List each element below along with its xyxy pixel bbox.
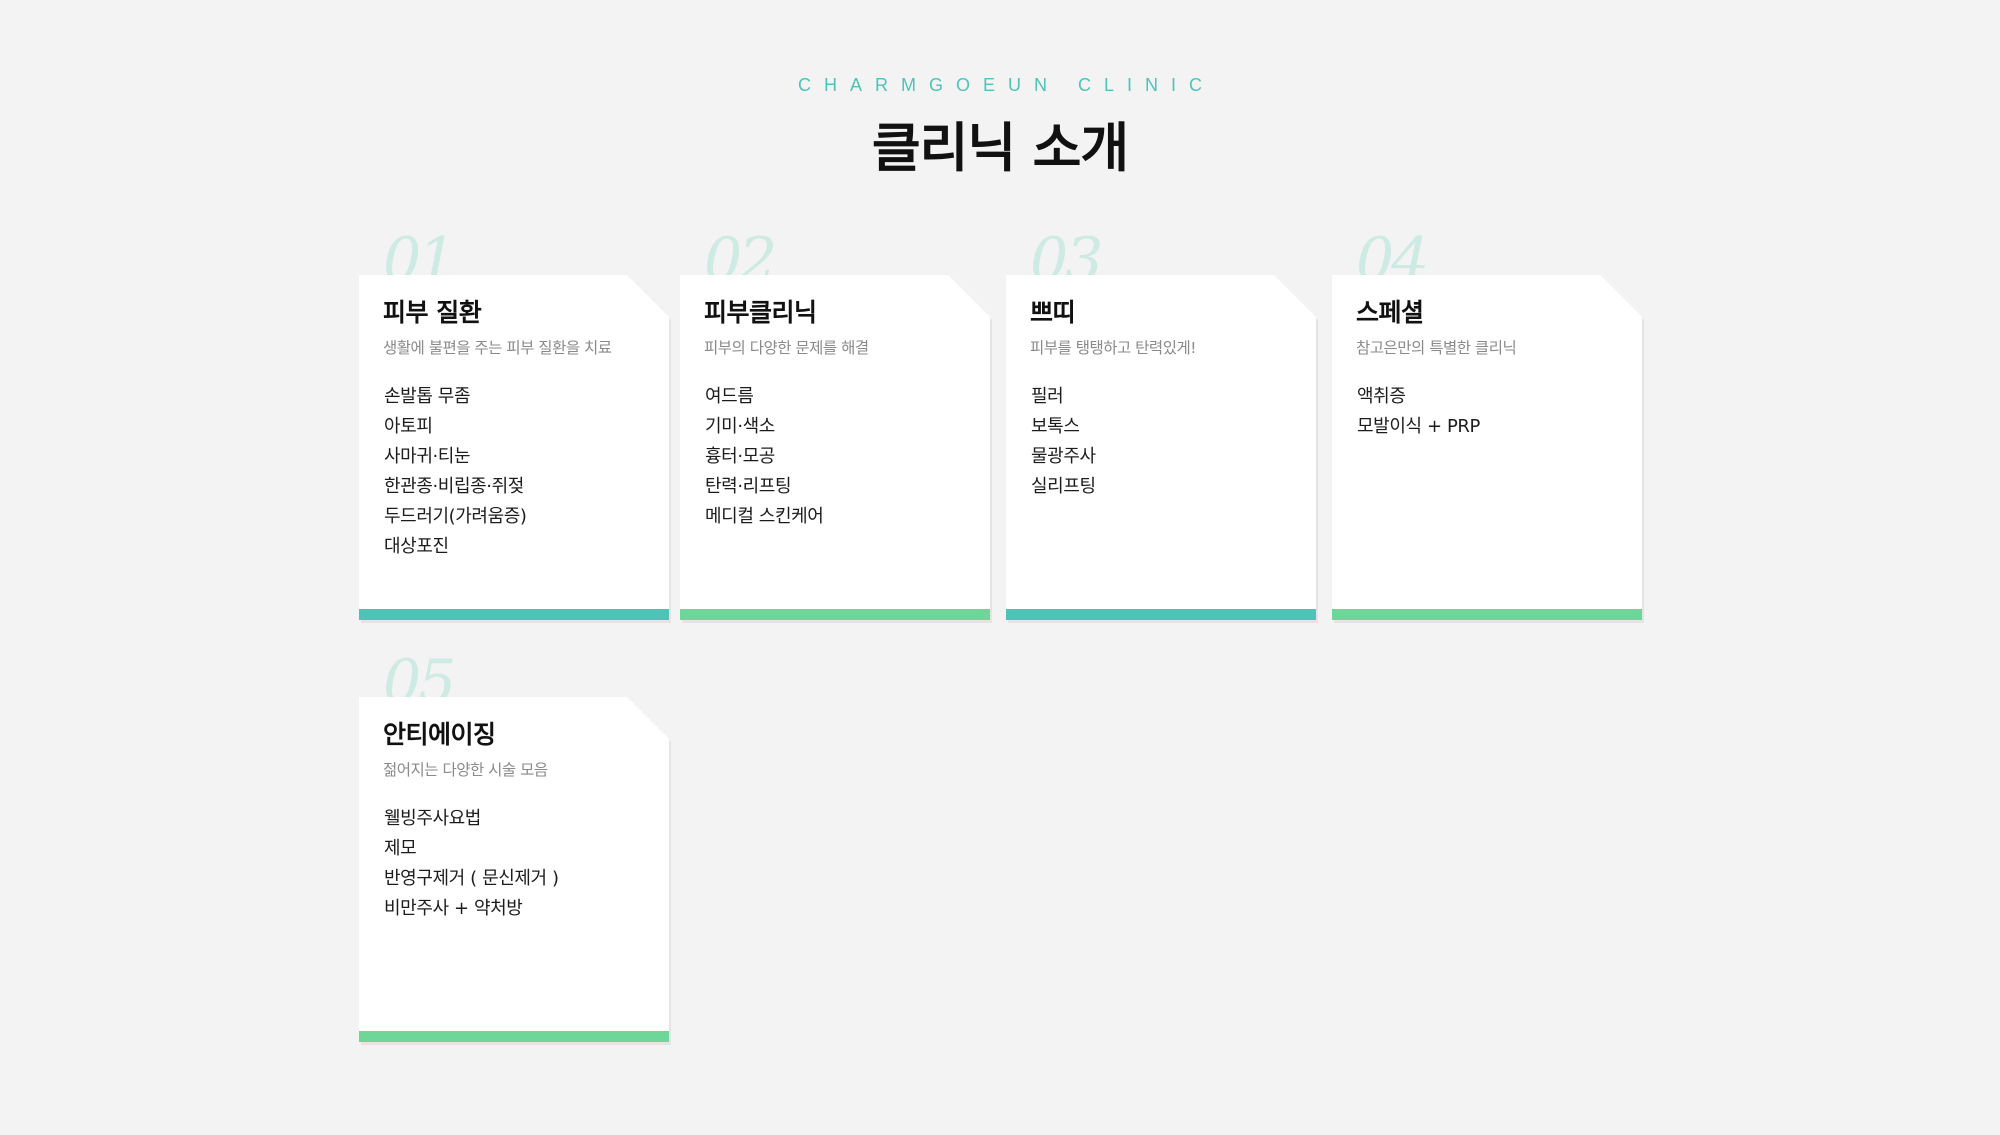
- list-item[interactable]: 기미·색소: [705, 416, 775, 437]
- card-subtitle: 참고은만의 특별한 클리닉: [1356, 339, 1517, 357]
- list-item[interactable]: 비만주사 + 약처방: [384, 898, 523, 919]
- clinic-card-skin-disease[interactable]: 01 피부 질환 생활에 불편을 주는 피부 질환을 치료 손발톱 무좀 아토피…: [359, 230, 671, 640]
- card-accent-bar: [1006, 609, 1316, 620]
- card-title: 피부 질환: [383, 298, 482, 327]
- list-item[interactable]: 여드름: [705, 386, 754, 407]
- card-subtitle: 피부의 다양한 문제를 해결: [704, 339, 869, 357]
- card-item-list: 액취증 모발이식 + PRP: [1357, 382, 1480, 442]
- eyebrow-label: CHARMGOEUN CLINIC: [797, 75, 1215, 95]
- page-title: 클리닉 소개: [871, 118, 1129, 179]
- card-title: 안티에이징: [383, 720, 496, 749]
- card-subtitle: 생활에 불편을 주는 피부 질환을 치료: [383, 339, 612, 357]
- card-subtitle: 피부를 탱탱하고 탄력있게!: [1030, 339, 1196, 357]
- list-item[interactable]: 흉터·모공: [705, 446, 775, 467]
- card-accent-bar: [1332, 609, 1642, 620]
- list-item[interactable]: 제모: [384, 838, 417, 859]
- card-item-list: 여드름 기미·색소 흉터·모공 탄력·리프팅 메디컬 스킨케어: [705, 382, 824, 532]
- card-body: 스페셜 참고은만의 특별한 클리닉 액취증 모발이식 + PRP: [1332, 275, 1642, 620]
- card-subtitle: 젊어지는 다양한 시술 모음: [383, 761, 548, 779]
- clinic-card-skin-clinic[interactable]: 02 피부클리닉 피부의 다양한 문제를 해결 여드름 기미·색소 흉터·모공 …: [680, 230, 992, 640]
- card-body: 피부 질환 생활에 불편을 주는 피부 질환을 치료 손발톱 무좀 아토피 사마…: [359, 275, 669, 620]
- card-body: 쁘띠 피부를 탱탱하고 탄력있게! 필러 보톡스 물광주사 실리프팅: [1006, 275, 1316, 620]
- list-item[interactable]: 반영구제거 ( 문신제거 ): [384, 868, 559, 889]
- card-body: 안티에이징 젊어지는 다양한 시술 모음 웰빙주사요법 제모 반영구제거 ( 문…: [359, 697, 669, 1042]
- list-item[interactable]: 두드러기(가려움증): [384, 506, 527, 527]
- list-item[interactable]: 사마귀·티눈: [384, 446, 471, 467]
- card-accent-bar: [359, 609, 669, 620]
- list-item[interactable]: 실리프팅: [1031, 476, 1096, 497]
- list-item[interactable]: 필러: [1031, 386, 1064, 407]
- list-item[interactable]: 손발톱 무좀: [384, 386, 471, 407]
- list-item[interactable]: 액취증: [1357, 386, 1406, 407]
- card-body: 피부클리닉 피부의 다양한 문제를 해결 여드름 기미·색소 흉터·모공 탄력·…: [680, 275, 990, 620]
- clinic-card-special[interactable]: 04 스페셜 참고은만의 특별한 클리닉 액취증 모발이식 + PRP: [1332, 230, 1644, 640]
- clinic-card-anti-aging[interactable]: 05 안티에이징 젊어지는 다양한 시술 모음 웰빙주사요법 제모 반영구제거 …: [359, 652, 671, 1062]
- list-item[interactable]: 한관종·비립종·쥐젖: [384, 476, 524, 497]
- card-item-list: 웰빙주사요법 제모 반영구제거 ( 문신제거 ) 비만주사 + 약처방: [384, 804, 559, 924]
- list-item[interactable]: 모발이식 + PRP: [1357, 416, 1480, 437]
- list-item[interactable]: 웰빙주사요법: [384, 808, 481, 829]
- card-item-list: 필러 보톡스 물광주사 실리프팅: [1031, 382, 1096, 502]
- list-item[interactable]: 물광주사: [1031, 446, 1096, 467]
- card-accent-bar: [359, 1031, 669, 1042]
- card-item-list: 손발톱 무좀 아토피 사마귀·티눈 한관종·비립종·쥐젖 두드러기(가려움증) …: [384, 382, 527, 562]
- card-accent-bar: [680, 609, 990, 620]
- clinic-card-petit[interactable]: 03 쁘띠 피부를 탱탱하고 탄력있게! 필러 보톡스 물광주사 실리프팅: [1006, 230, 1318, 640]
- list-item[interactable]: 아토피: [384, 416, 433, 437]
- card-title: 피부클리닉: [704, 298, 817, 327]
- card-title: 스페셜: [1356, 298, 1424, 327]
- list-item[interactable]: 탄력·리프팅: [705, 476, 792, 497]
- list-item[interactable]: 대상포진: [384, 536, 449, 557]
- card-title: 쁘띠: [1030, 298, 1076, 327]
- list-item[interactable]: 메디컬 스킨케어: [705, 506, 824, 527]
- list-item[interactable]: 보톡스: [1031, 416, 1080, 437]
